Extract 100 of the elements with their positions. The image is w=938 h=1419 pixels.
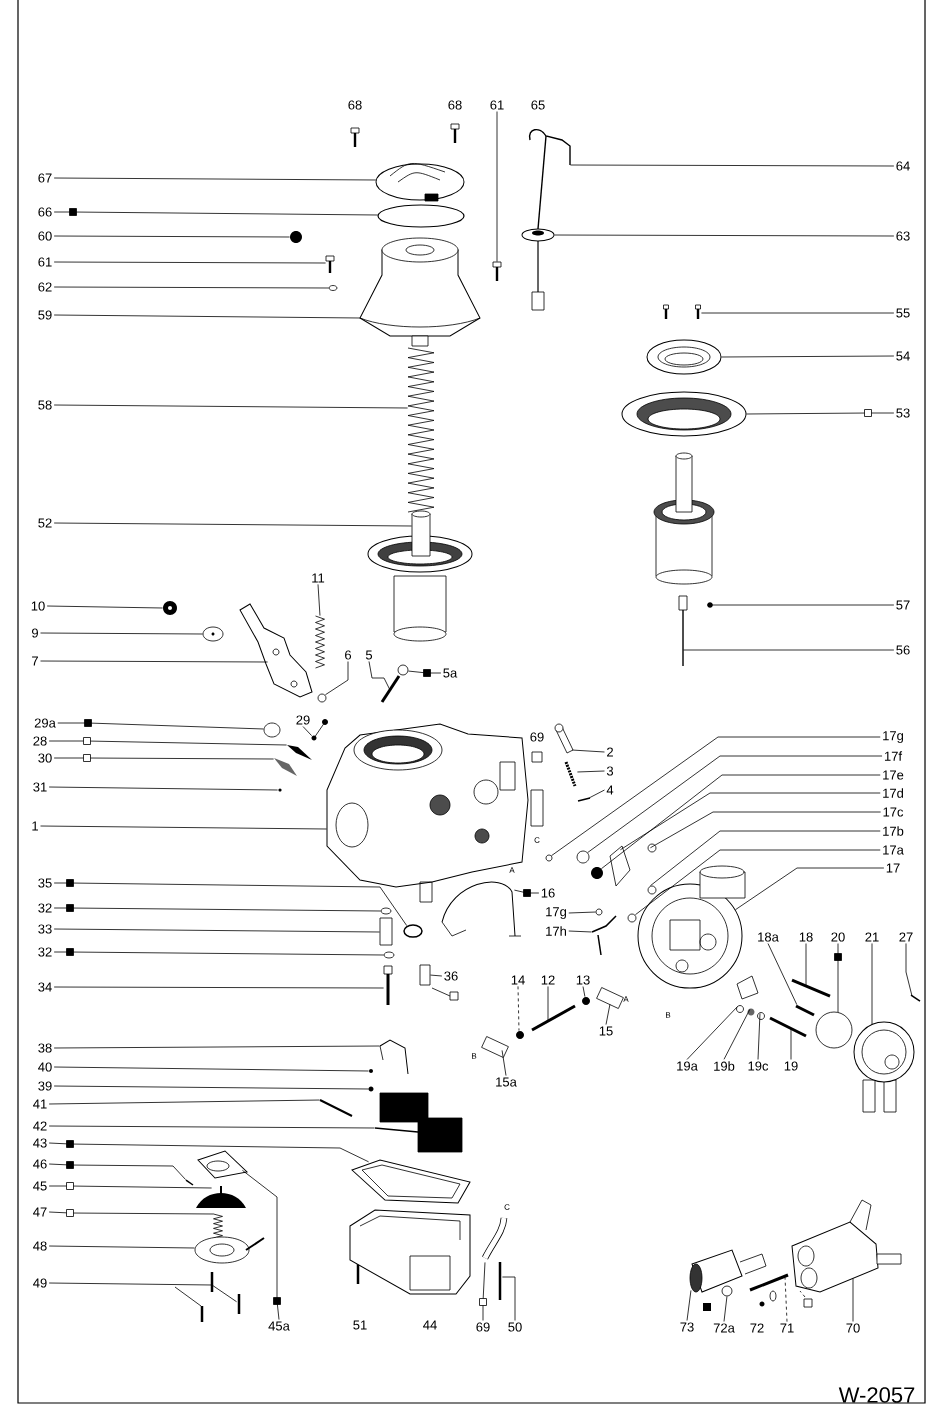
leader-line — [852, 1278, 854, 1322]
leader-line — [40, 632, 203, 635]
callout-number: 29 — [296, 715, 310, 725]
callout-number: 14 — [511, 975, 525, 985]
callout-number: 1 — [32, 821, 38, 831]
callout-number: 21 — [865, 932, 879, 942]
leader-line — [582, 986, 586, 997]
leader-line — [48, 737, 287, 746]
needle-valve — [287, 745, 312, 760]
callout-number: 41 — [33, 1099, 47, 1109]
leader-line — [517, 986, 520, 1031]
nut — [263, 722, 281, 738]
leader-line — [53, 754, 274, 762]
leader-line — [317, 584, 321, 616]
callout-number: 17e — [883, 770, 904, 780]
gasket — [351, 1159, 471, 1204]
callout-number: 27 — [899, 932, 913, 942]
leader-line — [53, 1085, 369, 1090]
screw — [498, 1262, 502, 1300]
callout-number: 34 — [38, 982, 52, 992]
leader-line — [53, 404, 408, 409]
callout-number: 30 — [38, 753, 52, 763]
leader-line — [48, 1182, 212, 1190]
washer — [383, 951, 395, 959]
leader-line — [605, 1004, 611, 1025]
callout-number: 5a — [443, 668, 458, 678]
callout-number: 19a — [677, 1061, 698, 1071]
reference-letter: A — [623, 996, 629, 1002]
callout-number: 72 — [750, 1323, 764, 1333]
screw — [325, 255, 335, 273]
callout-number: 60 — [38, 231, 52, 241]
callout-number: 33 — [38, 924, 52, 934]
leader-line — [430, 974, 443, 977]
leader-line — [683, 649, 895, 651]
leader-line — [620, 792, 881, 851]
screw-set — [200, 1272, 241, 1322]
housing — [359, 237, 481, 347]
leader-line — [650, 830, 881, 887]
callout-number: 66 — [38, 207, 52, 217]
leader-line — [723, 1009, 751, 1060]
leader-line — [496, 111, 498, 262]
leader-line — [48, 1125, 375, 1129]
callout-number: 17c — [883, 807, 904, 817]
callout-number: 61 — [490, 100, 504, 110]
callout-number: 13 — [576, 975, 590, 985]
leader-line — [53, 879, 408, 926]
spring — [213, 1213, 223, 1239]
screw — [910, 994, 921, 1002]
callout-number: 61 — [38, 257, 52, 267]
callout-number: 45a — [268, 1321, 290, 1331]
leader-line — [577, 770, 605, 773]
reference-letter: C — [534, 837, 540, 843]
leader-line — [871, 943, 873, 1025]
callout-number: 69 — [476, 1322, 490, 1332]
callout-number: 15a — [496, 1077, 517, 1087]
callout-number: 12 — [541, 975, 555, 985]
leader-line — [48, 1282, 237, 1307]
leader-line — [368, 661, 391, 690]
spring — [564, 761, 577, 787]
callout-number: 28 — [33, 736, 47, 746]
leader-line — [790, 1028, 792, 1060]
callout-number: 7 — [32, 656, 38, 666]
leader-line — [48, 1209, 214, 1217]
leader-line — [784, 1277, 788, 1323]
callout-number: 71 — [780, 1323, 794, 1333]
hose — [482, 1217, 508, 1260]
callout-number: 17d — [883, 788, 903, 798]
nut — [290, 231, 302, 243]
float-bowl — [349, 1209, 471, 1295]
leader-line — [551, 736, 881, 857]
callout-number: 15 — [599, 1026, 613, 1036]
needle — [678, 595, 688, 667]
sleeve — [596, 987, 624, 1009]
callout-number: 72a — [713, 1323, 735, 1333]
leader-line — [479, 1262, 487, 1321]
leader-line — [686, 1290, 692, 1321]
bracket — [379, 1039, 409, 1075]
cover — [375, 163, 465, 202]
solenoid — [689, 1249, 767, 1293]
lever — [239, 603, 313, 698]
callout-number: 50 — [508, 1322, 522, 1332]
callout-number: 64 — [896, 161, 910, 171]
washer — [328, 285, 338, 291]
leader-line — [48, 1140, 369, 1163]
leader-line — [53, 314, 361, 319]
o-ring — [377, 204, 465, 228]
washer — [202, 626, 224, 642]
washer — [721, 1285, 733, 1297]
leader-line — [635, 849, 881, 916]
pin — [319, 1099, 353, 1117]
leader-line — [53, 261, 326, 264]
diaphragm — [196, 1185, 246, 1208]
callout-number: 55 — [896, 308, 910, 318]
callout-number: 17f — [884, 751, 903, 761]
leader-line — [650, 811, 882, 849]
leader-line — [554, 234, 895, 237]
bracket — [441, 881, 522, 937]
callout-number: 43 — [33, 1138, 47, 1148]
leader-line — [723, 1296, 728, 1322]
callout-number: 36 — [444, 971, 458, 981]
